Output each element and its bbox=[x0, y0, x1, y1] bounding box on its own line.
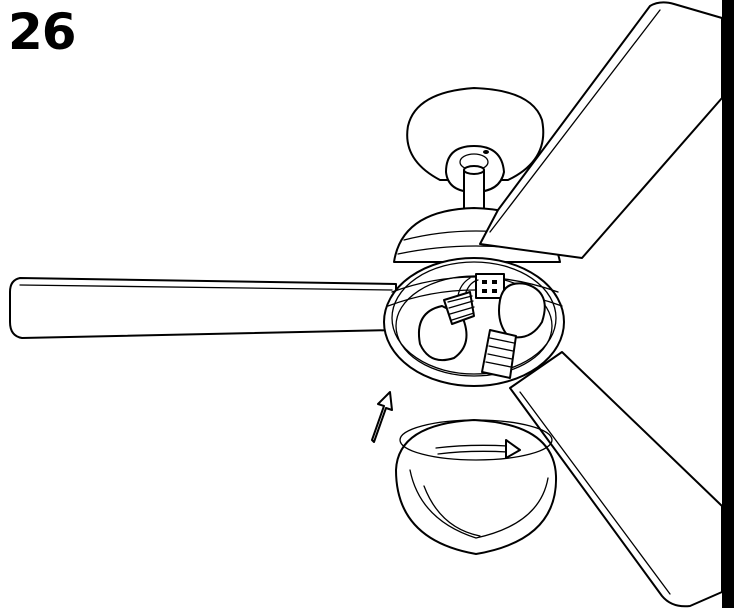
page-border bbox=[722, 0, 734, 608]
rotate-arrow-icon bbox=[435, 439, 521, 459]
up-arrow-icon bbox=[371, 391, 393, 443]
left-blade bbox=[9, 277, 397, 339]
terminal-block bbox=[475, 273, 505, 299]
upper-right-blade bbox=[479, 1, 723, 259]
step-number: 26 bbox=[8, 3, 77, 61]
right-bulb bbox=[481, 282, 546, 379]
left-bulb bbox=[418, 291, 475, 362]
light-kit bbox=[383, 257, 565, 387]
lower-right-blade bbox=[509, 351, 723, 608]
glass-cover bbox=[395, 419, 558, 555]
